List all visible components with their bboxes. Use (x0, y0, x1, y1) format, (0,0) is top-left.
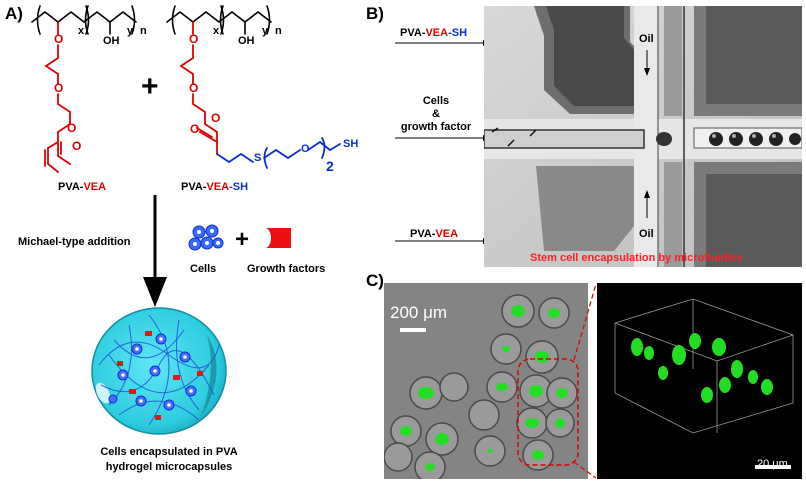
cells-label: Cells (190, 263, 217, 275)
plus-sign: + (141, 70, 159, 103)
microfluidics-caption: Stem cell encapsulation by microfluidics (530, 252, 743, 264)
plus-sign: + (235, 226, 250, 253)
sulfur-atom: S (254, 152, 262, 164)
subscript-y: y (262, 25, 269, 37)
input-label-pva-vea: PVA-VEA (410, 228, 459, 240)
subscript-y: y (127, 25, 134, 37)
panel-label-c: C) (366, 271, 384, 290)
oxygen-atom: O (54, 81, 63, 95)
oxygen-atom: O (189, 32, 198, 46)
subscript-x: x (213, 25, 220, 37)
panel-a-scheme: O O O O O O O (31, 5, 341, 173)
zoom-connector (573, 283, 597, 479)
input-arrows (395, 40, 490, 244)
confocal-3d-render (597, 283, 802, 479)
repeat-subscript: 2 (326, 158, 334, 174)
pva-vea-sh-structure: O O O O (166, 5, 341, 169)
cells-icon (188, 224, 224, 251)
oxygen-atom: O (190, 122, 199, 136)
thiol-label: SH (343, 138, 359, 150)
input-label-pva-vea-sh: PVA-VEA-SH (400, 27, 468, 39)
hydroxyl-label: OH (238, 35, 255, 47)
hydroxyl-label: OH (103, 35, 120, 47)
subscript-n: n (140, 25, 147, 37)
oxygen-atom: O (189, 81, 198, 95)
oxygen-atom: O (72, 139, 81, 153)
subscript-x: x (78, 25, 85, 37)
subscript-n: n (275, 25, 282, 37)
growth-factors-label: Growth factors (247, 263, 326, 275)
panel-label-a: A) (5, 4, 23, 23)
michael-addition-label: Michael-type addition (18, 236, 131, 248)
panel-label-b: B) (366, 4, 384, 23)
oxygen-atom: O (301, 143, 310, 155)
capsule-caption: Cells encapsulated in PVA hydrogel micro… (100, 446, 238, 473)
oxygen-atom: O (211, 111, 220, 125)
hydrogel-microcapsule (91, 307, 227, 435)
scale-bar-label: 200 μm (390, 303, 448, 322)
reaction-arrow (143, 195, 167, 307)
fluorescence-micrograph (384, 283, 588, 479)
oxygen-atom: O (67, 121, 76, 135)
pva-vea-label: PVA-VEA (58, 181, 107, 193)
pva-vea-structure: O O O O (31, 5, 137, 173)
scale-bar-label: 20 μm (757, 458, 788, 470)
input-label-cells: Cells & growth factor (400, 95, 472, 133)
pva-vea-sh-label: PVA-VEA-SH (181, 181, 249, 193)
growth-factor-icon (261, 228, 291, 248)
microfluidic-device-image (484, 6, 802, 267)
oxygen-atom: O (54, 32, 63, 46)
oil-label-bottom: Oil (639, 228, 654, 240)
oil-label-top: Oil (639, 33, 654, 45)
